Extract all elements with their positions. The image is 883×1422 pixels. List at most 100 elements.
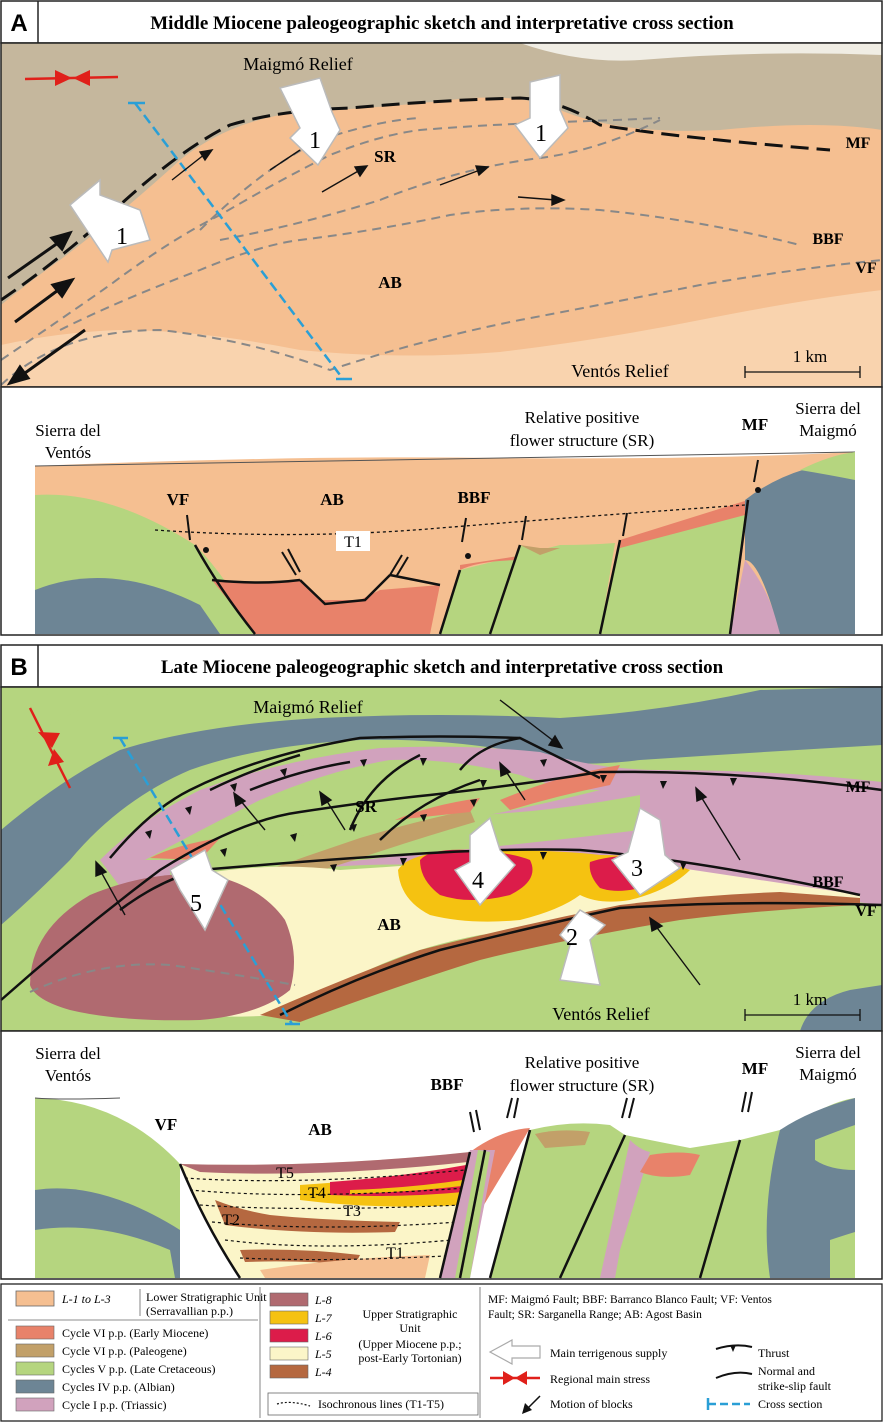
legend-stress: Regional main stress [550,1372,650,1386]
sierra-ventos-a-l1: Sierra del [35,421,101,440]
legend-section: Cross section [758,1397,822,1411]
l8-blob [30,874,294,1021]
t2-label: T2 [222,1212,240,1229]
bbf-label-b: BBF [812,874,843,891]
sierra-ventos-a-l2: Ventós [45,443,91,462]
ventos-relief-label-a: Ventós Relief [571,361,668,381]
sierra-maigmo-a-l2: Maigmó [799,421,857,440]
legend-upper-title-3: (Upper Miocene p.p.; [358,1337,461,1351]
sierra-maigmo-b-l1: Sierra del [795,1043,861,1062]
legend-abbrev-2: Fault; SR: Sarganella Range; AB: Agost B… [488,1309,702,1321]
sr-label-a: SR [374,147,396,166]
supply-label-4: 4 [472,868,484,894]
supply-label-1a: 1 [116,224,128,250]
svg-text:1 km: 1 km [793,347,827,366]
legend-upper-title-4: post-Early Tortonian) [358,1351,461,1365]
vf-label-b: VF [855,903,877,920]
legend-abbrev-1: MF: Maigmó Fault; BBF: Barranco Blanco F… [488,1294,772,1306]
t3-label: T3 [343,1203,361,1220]
supply-label-2: 2 [566,925,578,951]
panel-b-letter: B [10,654,27,681]
sierra-ventos-b-l1: Sierra del [35,1044,101,1063]
mf-trace [0,96,831,302]
supply-label-1b: 1 [309,128,321,154]
supply-label-5: 5 [190,891,202,917]
maigmo-relief-label-b: Maigmó Relief [253,697,362,717]
ab-label-a: AB [378,273,402,292]
ab-label-b: AB [377,915,401,934]
ventos-relief-label-b: Ventós Relief [552,1004,649,1024]
scale-bar-a: 1 km [744,347,861,378]
legend-motion-icon [522,1395,541,1414]
legend-cycles: Cycle VI p.p. (Early Miocene) Cycle VI p… [15,1325,216,1412]
section-a: T1 Sierra del Ventós Sierra del Maigmó R… [0,386,883,636]
legend-unit-3: L-5 [314,1347,332,1361]
stress-symbol-a [24,70,119,86]
vf-section-label-a: VF [167,490,190,509]
panel-b: B Late Miocene paleogeographic sketch an… [0,644,883,1280]
scale-bar-b: 1 km [744,990,861,1021]
cross-section-line-a [128,101,352,381]
flower-a-l2: flower structure (SR) [510,431,654,450]
ab-section-label-a: AB [320,490,344,509]
t1-label-b: T1 [386,1245,404,1262]
panel-a-title: Middle Miocene paleogeographic sketch an… [150,13,734,34]
legend-upper-title-2: Unit [399,1321,421,1335]
legend-unit-1: L-7 [314,1311,333,1325]
legend-supply: Main terrigenous supply [550,1346,667,1360]
supply-label-1c: 1 [535,121,547,147]
sierra-maigmo-a-l1: Sierra del [795,399,861,418]
bbf-section-label-a: BBF [457,488,490,507]
sierra-maigmo-b-l2: Maigmó [799,1065,857,1084]
section-b: T5 T4 T3 T2 T1 [0,1030,883,1280]
bbf-section-label-b: BBF [430,1075,463,1094]
legend: L-1 to L-3 Lower Stratigraphic Unit (Ser… [0,1283,883,1422]
vf-label-a: VF [855,260,877,277]
legend-unit-0: L-8 [314,1293,332,1307]
legend-lower-subtitle: (Serravallian p.p.) [146,1304,233,1318]
mf-section-label-a: MF [742,415,768,434]
legend-cycle-0: Cycle VI p.p. (Early Miocene) [62,1326,208,1340]
mf-label-a: MF [846,135,871,152]
svg-text:1 km: 1 km [793,990,827,1009]
legend-cycle-2: Cycles V p.p. (Late Cretaceous) [62,1362,216,1376]
mf-section-label-b: MF [742,1059,768,1078]
legend-normal-2: strike-slip fault [758,1379,832,1393]
ab-section-label-b: AB [308,1120,332,1139]
flower-b-l1: Relative positive [525,1053,640,1072]
legend-upper-title-1: Upper Stratigraphic [363,1307,458,1321]
legend-cycle-4: Cycle I p.p. (Triassic) [62,1398,167,1412]
map-a: 1 1 1 Maigmó Relief Ventós Relief SR AB … [0,42,883,388]
legend-thrust-icon [715,1344,753,1352]
legend-lower-title: Lower Stratigraphic Unit [146,1290,267,1304]
legend-section-icon [706,1398,750,1410]
t1-label-a: T1 [344,534,362,551]
maigmo-relief-area [1,43,882,305]
legend-stress-icon [490,1371,540,1385]
t5-label: T5 [276,1165,294,1182]
legend-lower-code: L-1 to L-3 [61,1292,111,1306]
legend-unit-4: L-4 [314,1365,332,1379]
maigmo-relief-label-a: Maigmó Relief [243,54,352,74]
legend-normal-fault-icon [715,1371,753,1379]
bbf-label-a: BBF [812,231,843,248]
flower-a-l1: Relative positive [525,408,640,427]
panel-b-title: Late Miocene paleogeographic sketch and … [161,657,724,678]
stress-symbol-b [28,707,72,789]
legend-motion: Motion of blocks [550,1397,633,1411]
panel-a: A Middle Miocene paleogeographic sketch … [0,0,883,636]
legend-upper-units: L-8 L-7 L-6 L-5 L-4 [269,1292,333,1379]
legend-supply-icon [488,1338,541,1366]
legend-normal-1: Normal and [758,1364,815,1378]
panel-a-letter: A [10,10,27,37]
supply-label-3: 3 [631,856,643,882]
legend-thrust: Thrust [758,1346,790,1360]
mf-label-b: MF [846,779,871,796]
t4-label: T4 [308,1185,326,1202]
legend-cycle-3: Cycles IV p.p. (Albian) [62,1380,175,1394]
sierra-ventos-b-l2: Ventós [45,1066,91,1085]
flower-b-l2: flower structure (SR) [510,1076,654,1095]
map-b: 5 4 3 2 Maigmó Relief Ventós Relief SR A… [0,686,883,1032]
sr-label-b: SR [355,797,377,816]
